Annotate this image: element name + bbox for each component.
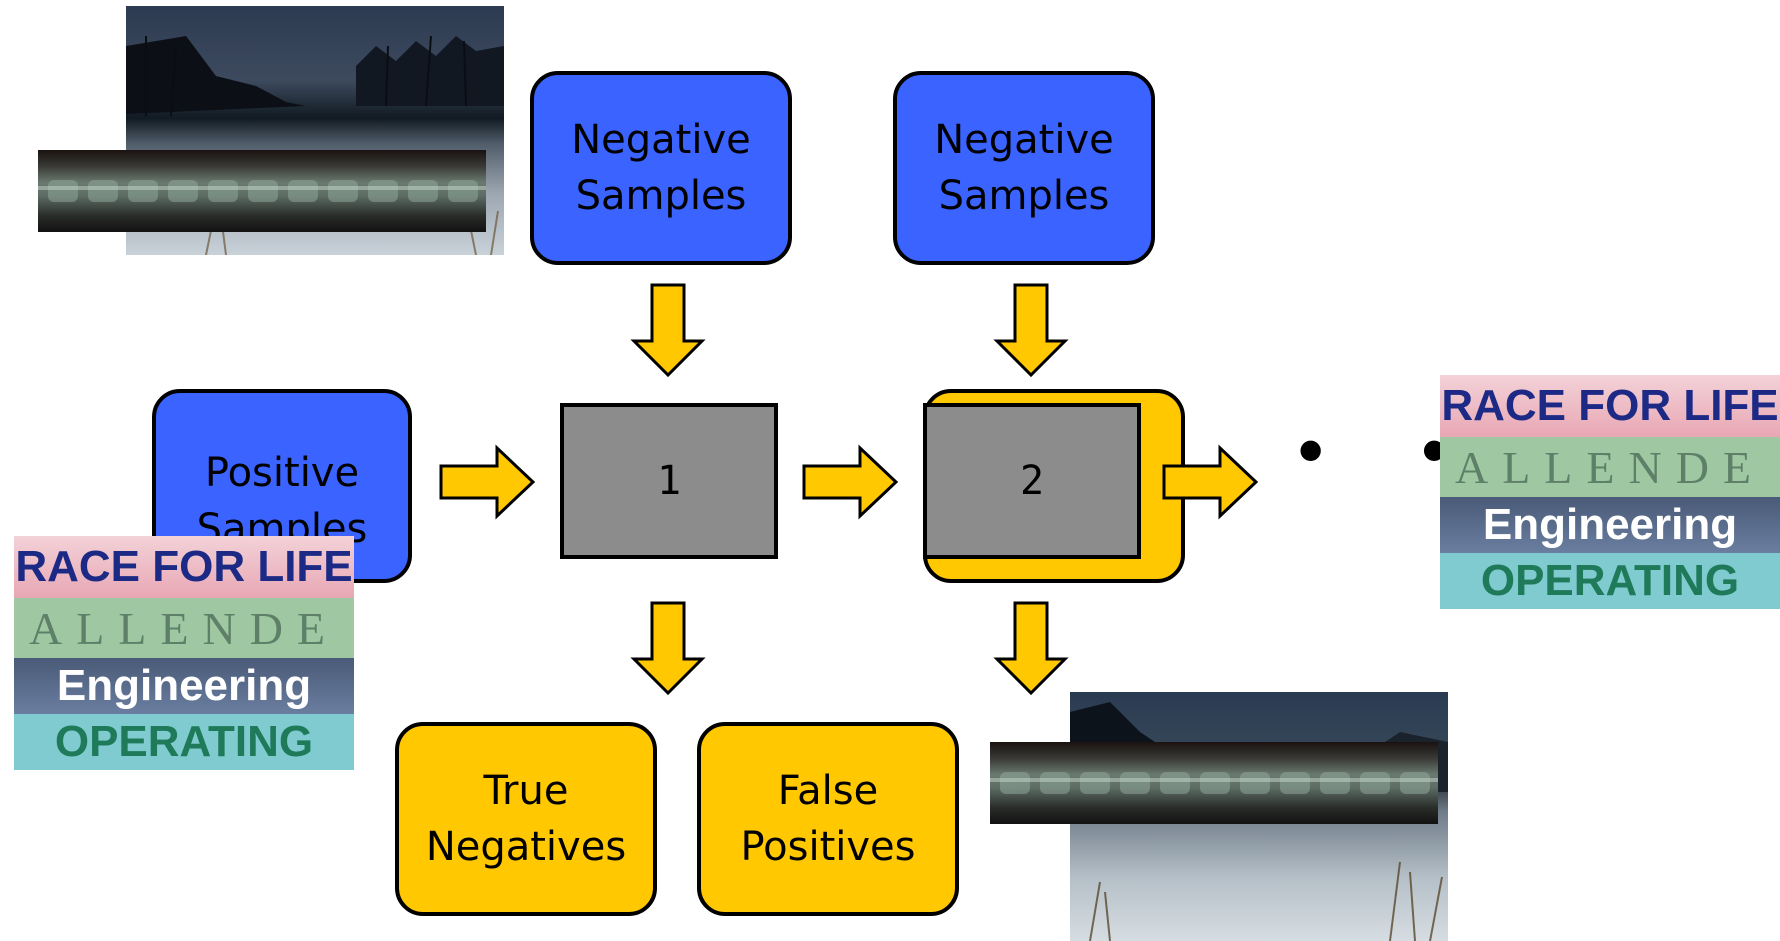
arrow-down-stage-1 — [630, 601, 706, 696]
ellipsis: • • — [1290, 412, 1485, 494]
sign-text-allende-left: ALLENDE — [28, 602, 340, 654]
arrow-down-stage-2 — [993, 601, 1069, 696]
sign-text-engineering-right: Engineering — [1482, 500, 1738, 549]
arrow-right-stage-1-to-stage-2 — [802, 444, 899, 520]
negative-samples-box-1: Negative Samples — [530, 71, 792, 265]
arrow-right-stage-2-to-next — [1162, 444, 1259, 520]
arrow-right-positive-to-stage-1 — [439, 444, 536, 520]
blurred-text-strip-bottom — [990, 742, 1438, 824]
stage-1-box: 1 — [560, 403, 778, 559]
true-negatives-box: True Negatives — [395, 722, 657, 916]
stage-2-label: 2 — [1019, 458, 1045, 504]
sign-text-operating-right: OPERATING — [1480, 556, 1740, 605]
stage-1-label: 1 — [656, 458, 682, 504]
blurred-text-strip-top — [38, 150, 486, 232]
positive-sample-sign-image-right: RACE FOR LIFE ALLENDE Engineering OPERAT… — [1440, 375, 1780, 609]
arrow-down-negative-2 — [993, 283, 1069, 378]
stage-2-box: 2 — [923, 403, 1141, 559]
sign-text-race-for-life-right: RACE FOR LIFE — [1441, 381, 1779, 430]
sign-text-engineering-left: Engineering — [56, 661, 312, 710]
true-negatives-label: True Negatives — [425, 768, 627, 870]
arrow-down-negative-1 — [630, 283, 706, 378]
positive-sample-sign-image-left: RACE FOR LIFE ALLENDE Engineering OPERAT… — [14, 536, 354, 770]
sign-text-operating-left: OPERATING — [54, 717, 314, 766]
negative-samples-box-2: Negative Samples — [893, 71, 1155, 265]
sign-text-race-for-life-left: RACE FOR LIFE — [15, 542, 353, 591]
negative-samples-label-2: Negative Samples — [934, 117, 1114, 219]
false-positives-label: False Positives — [740, 768, 916, 870]
sign-text-allende-right: ALLENDE — [1454, 441, 1766, 493]
negative-samples-label-1: Negative Samples — [571, 117, 751, 219]
false-positives-box: False Positives — [697, 722, 959, 916]
